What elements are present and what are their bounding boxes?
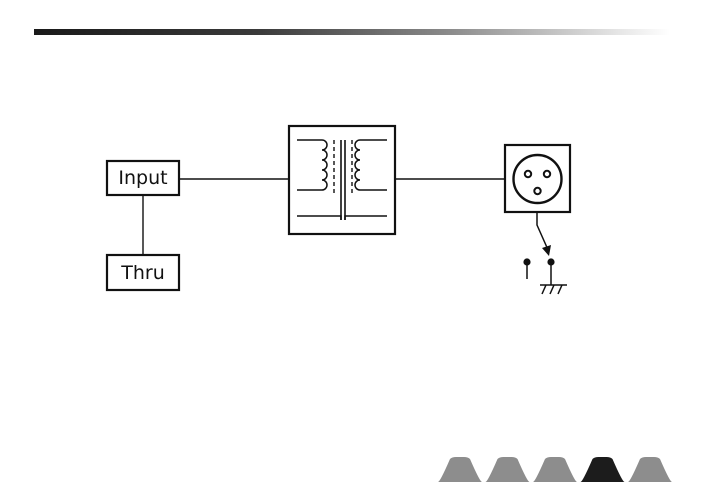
page-nav — [438, 457, 676, 482]
ground-lift-switch — [523, 212, 554, 285]
input-box: Input — [107, 161, 179, 195]
chassis-ground-icon — [540, 285, 567, 294]
nav-tab-1[interactable] — [438, 457, 482, 482]
xlr-connector-icon — [505, 145, 570, 212]
thru-label: Thru — [120, 262, 165, 284]
nav-tab-5[interactable] — [628, 457, 672, 482]
transformer-symbol — [289, 126, 395, 234]
input-label: Input — [118, 167, 167, 189]
thru-box: Thru — [107, 255, 179, 290]
nav-tab-2[interactable] — [486, 457, 530, 482]
nav-tab-3[interactable] — [533, 457, 577, 482]
nav-tab-4[interactable] — [581, 457, 625, 482]
